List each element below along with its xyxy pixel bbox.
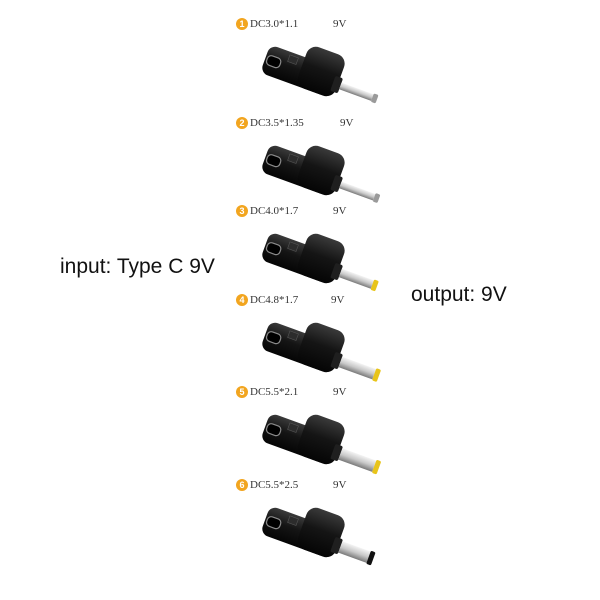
adapter-image <box>262 145 381 203</box>
adapter-image <box>262 46 379 104</box>
adapter-spec-text: DC3.5*1.35 <box>250 117 304 129</box>
adapter-voltage: 9V <box>333 386 347 398</box>
adapter-image <box>262 322 381 382</box>
adapter-spec-text: DC4.0*1.7 <box>250 205 299 217</box>
adapter-voltage: 9V <box>333 18 347 30</box>
adapter-image <box>262 507 376 566</box>
input-label: input: Type C 9V <box>60 255 215 278</box>
output-label: output: 9V <box>411 283 507 306</box>
adapter-spec-text: DC3.0*1.1 <box>250 18 299 30</box>
adapter-spec-text: DC5.5*2.5 <box>250 479 299 491</box>
adapter-image <box>262 414 381 475</box>
adapter-spec-text: DC5.5*2.1 <box>250 386 299 398</box>
adapter-voltage: 9V <box>331 294 345 306</box>
adapter-number-badge: 5 <box>236 386 248 398</box>
adapter-image <box>262 233 379 292</box>
adapter-voltage: 9V <box>333 479 347 491</box>
adapter-number-badge: 1 <box>236 18 248 30</box>
adapter-number-badge: 2 <box>236 117 248 129</box>
adapter-voltage: 9V <box>340 117 354 129</box>
adapter-number-badge: 3 <box>236 205 248 217</box>
adapter-voltage: 9V <box>333 205 347 217</box>
adapter-spec-text: DC4.8*1.7 <box>250 294 299 306</box>
adapter-number-badge: 6 <box>236 479 248 491</box>
adapter-number-badge: 4 <box>236 294 248 306</box>
